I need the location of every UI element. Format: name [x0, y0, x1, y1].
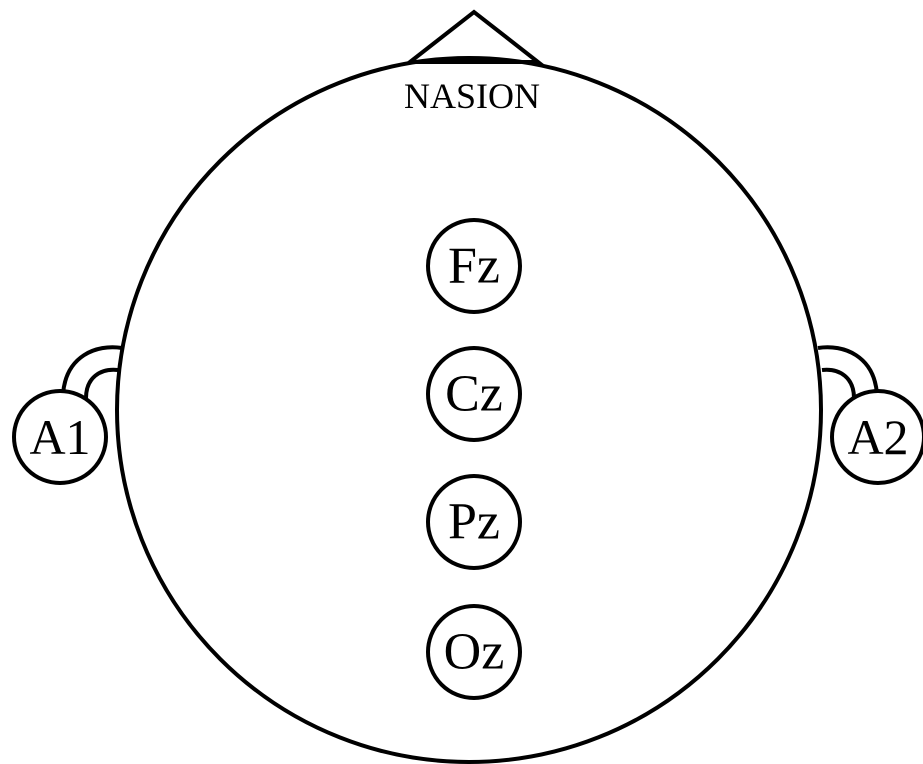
electrode-pz: Pz — [428, 476, 520, 568]
left-ear-inner-arc — [86, 370, 118, 398]
nasion-label: NASION — [404, 76, 540, 116]
electrode-fz: Fz — [428, 220, 520, 312]
ear-electrode-a1-label: A1 — [29, 409, 90, 465]
electrode-cz: Cz — [428, 348, 520, 440]
left-ear — [63, 347, 122, 398]
electrode-fz-label: Fz — [448, 238, 500, 295]
ear-electrode-a1: A1 — [14, 391, 106, 483]
electrode-cz-label: Cz — [445, 366, 503, 423]
electrode-oz-label: Oz — [444, 624, 505, 681]
electrode-pz-label: Pz — [448, 494, 500, 551]
nose-triangle — [410, 12, 538, 62]
electrode-oz: Oz — [428, 606, 520, 698]
right-ear-inner-arc — [822, 370, 854, 398]
ear-electrode-a2: A2 — [832, 391, 923, 483]
ear-electrode-a2-label: A2 — [847, 409, 908, 465]
